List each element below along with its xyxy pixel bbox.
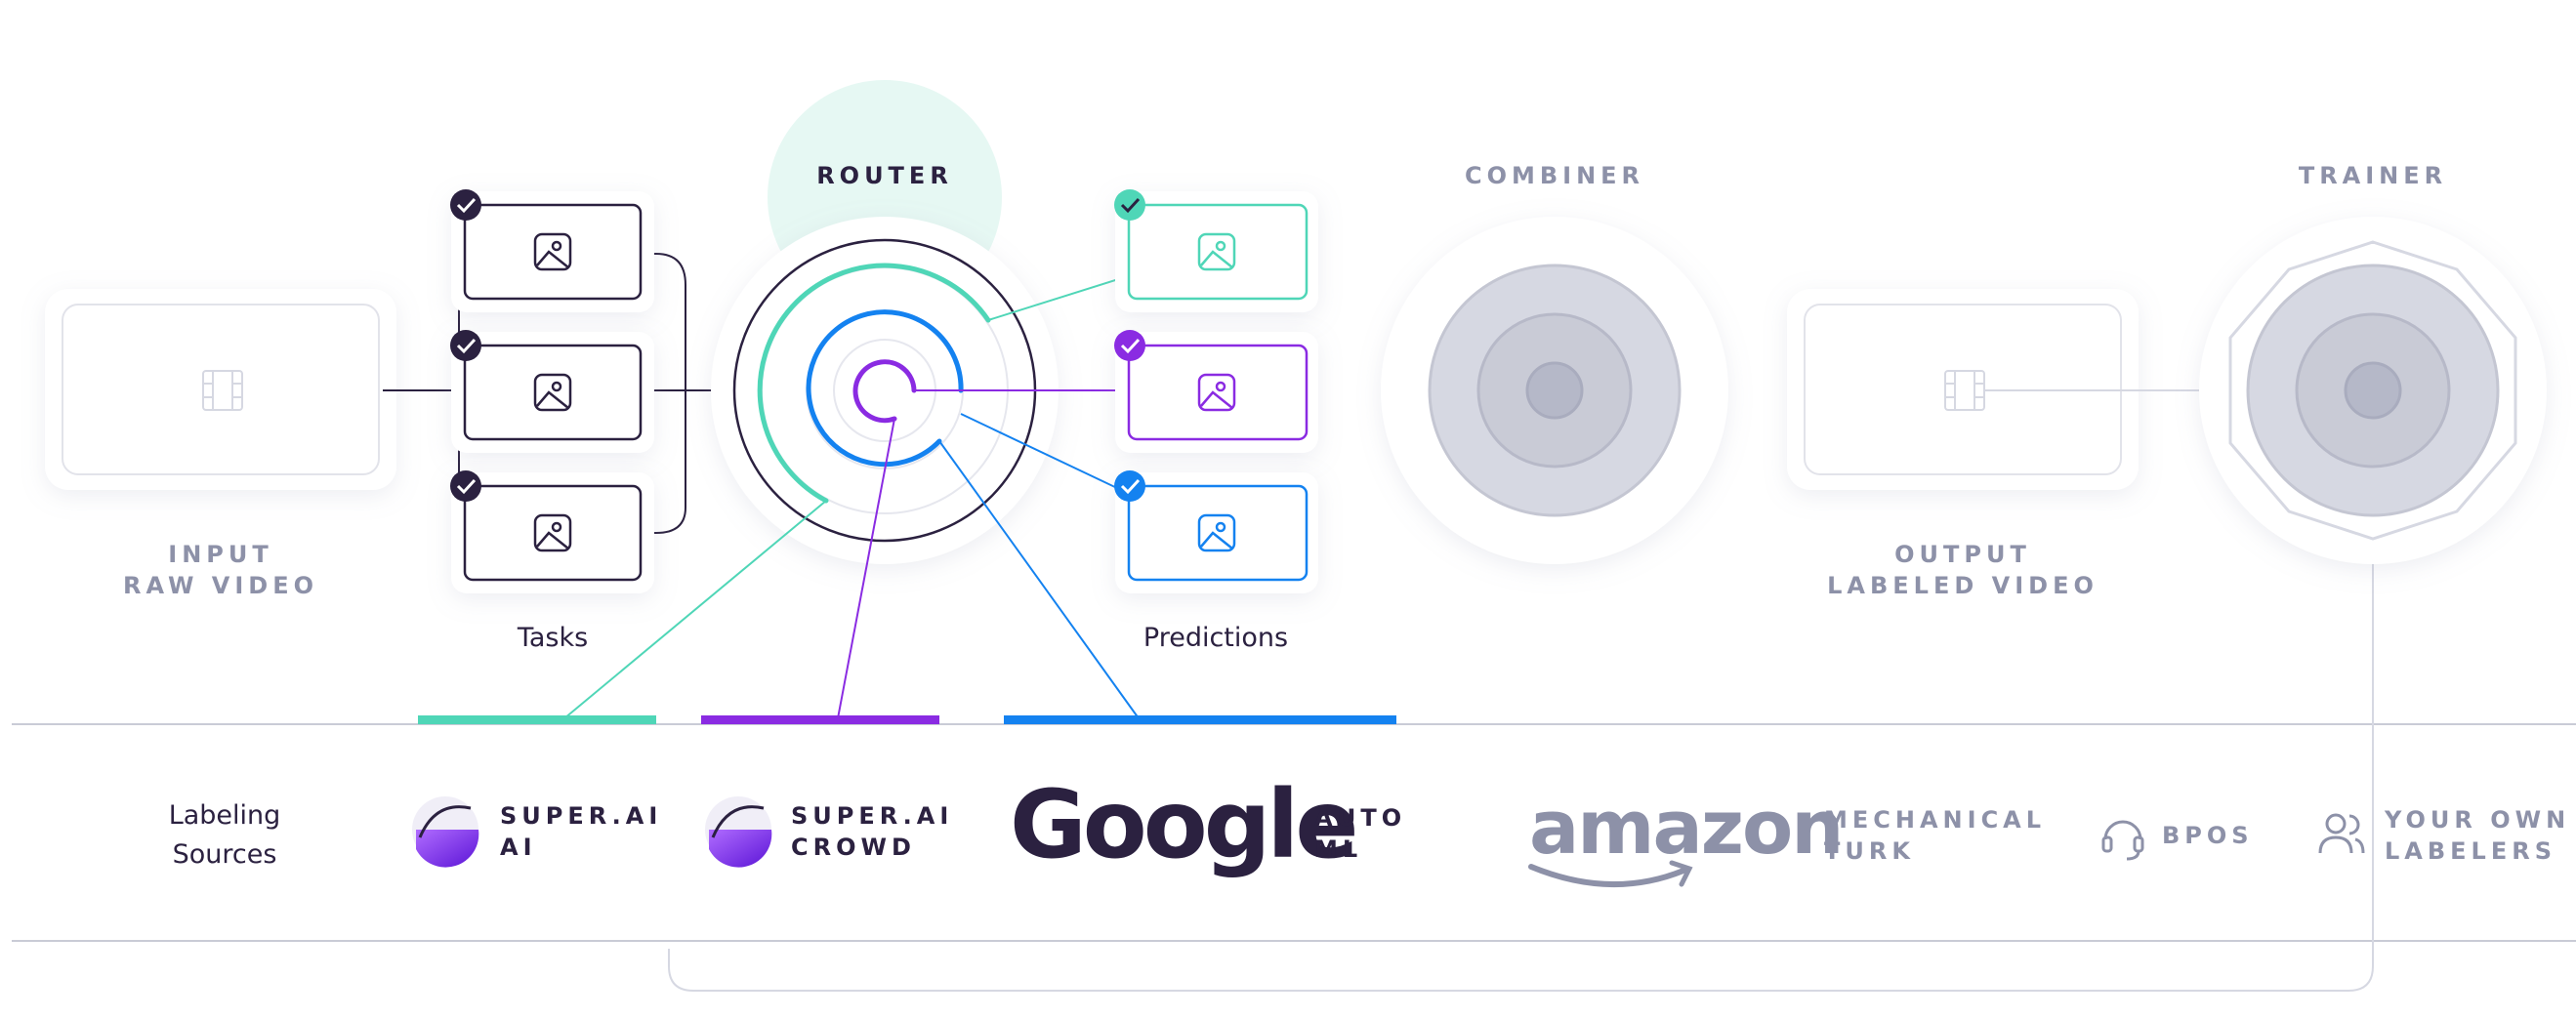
check-icon [450,470,481,502]
amazon-smile [1528,864,1686,888]
router-title: ROUTER [816,162,953,189]
source-mechanical-turk[interactable]: MECHANICAL TURK [1824,804,2046,867]
output-label: OUTPUT LABELED VIDEO [1797,539,2129,601]
source-name-line1: BPOS [2162,822,2254,849]
film-icon [202,370,243,411]
task-card-3 [450,470,654,593]
users-icon [2318,813,2365,854]
check-icon [1114,330,1145,361]
prediction-card-teal [1114,189,1318,312]
check-icon [450,330,481,361]
superai-logo-icon [412,796,479,868]
trainer-node [2199,217,2547,564]
google-automl-bar [1004,715,1396,724]
source-superai-crowd[interactable]: SUPER.AI CROWD [791,800,953,863]
superai-logo-icon [705,796,772,868]
check-icon [1114,470,1145,502]
source-google-automl[interactable]: AUTO ML [1314,802,1406,865]
output-label-line1: OUTPUT [1894,541,2031,568]
labeling-sources-line1: Labeling [168,800,281,831]
input-label-line2: RAW VIDEO [122,572,319,599]
source-name-line2: TURK [1824,837,1915,865]
trainer-title: TRAINER [2298,162,2448,189]
labeling-sources-line2: Sources [172,839,277,870]
source-name-line1: YOUR OWN [2385,806,2571,834]
superai-ai-bar [418,715,656,724]
task-card-2 [450,330,654,453]
combiner-title: COMBINER [1464,162,1645,189]
source-name-line1: SUPER.AI [791,802,954,830]
input-label-line1: INPUT [168,541,273,568]
source-name-line2: AI [500,834,537,861]
source-name-line1: MECHANICAL [1824,806,2047,834]
input-video-card [45,289,396,490]
combiner-node [1381,217,1728,564]
image-icon [1197,513,1236,552]
check-icon [1114,189,1145,221]
router-node [711,80,1059,564]
image-icon [533,513,572,552]
amazon-logo: amazon [1529,784,1844,871]
source-name-line1: SUPER.AI [500,802,663,830]
labeling-sources-title: Labeling Sources [117,796,332,875]
superai-crowd-bar [701,715,939,724]
google-logo: Google [1010,770,1358,879]
image-icon [533,373,572,412]
source-name-line2: ML [1314,835,1363,863]
prediction-card-blue [1114,470,1318,593]
image-icon [1197,232,1236,271]
source-bpos[interactable]: BPOS [2162,820,2254,851]
source-name-line2: LABELERS [2385,837,2557,865]
tasks-label: Tasks [517,623,589,653]
predictions-label: Predictions [1143,623,1289,653]
image-icon [533,232,572,271]
headset-icon [2101,820,2144,861]
feedback-loop-line [668,543,2374,992]
source-name-line1: AUTO [1314,804,1407,832]
task-card-1 [450,189,654,312]
input-label: INPUT RAW VIDEO [94,539,348,601]
output-label-line2: LABELED VIDEO [1827,572,2098,599]
prediction-card-purple [1114,330,1318,453]
check-icon [450,189,481,221]
source-your-own-labelers[interactable]: YOUR OWN LABELERS [2385,804,2570,867]
source-name-line2: CROWD [791,834,916,861]
source-superai-ai[interactable]: SUPER.AI AI [500,800,662,863]
image-icon [1197,373,1236,412]
